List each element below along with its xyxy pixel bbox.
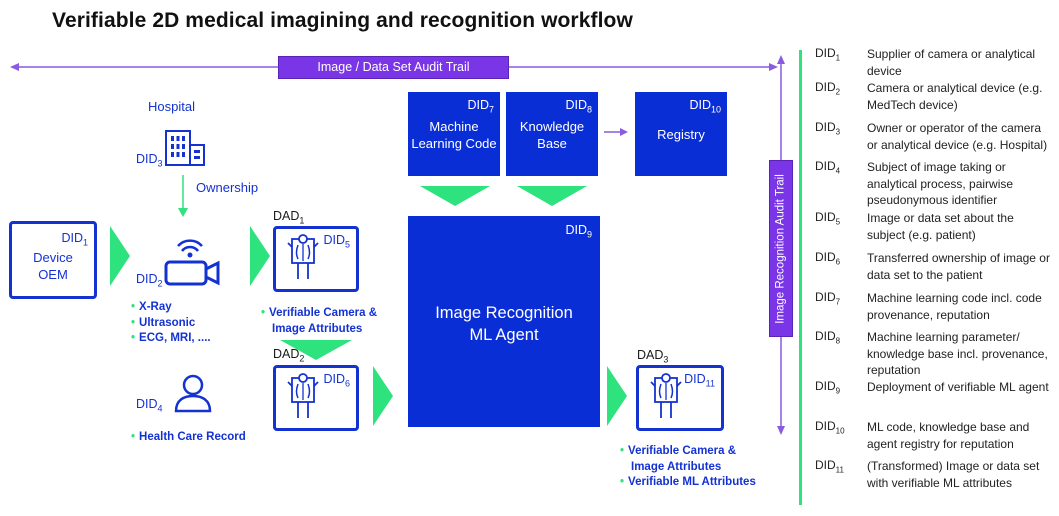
recognition-audit-trail-text: Image Recognition Audit Trail xyxy=(774,173,787,324)
camera-icon xyxy=(164,239,220,286)
did4-label: DID4 xyxy=(136,397,163,414)
flow-arrow-down-ml xyxy=(420,186,490,206)
dad1-label: DAD1 xyxy=(273,209,305,226)
list-item: •Health Care Record xyxy=(131,431,246,443)
ml-agent-label: Image Recognition ML Agent xyxy=(435,304,573,344)
list-item: •X-Ray xyxy=(131,301,172,313)
hospital-label: Hospital xyxy=(148,99,195,114)
registry-arrow xyxy=(604,128,628,136)
xray-icon xyxy=(287,234,319,279)
flow-arrow-3 xyxy=(373,366,393,426)
did10-label: DID10 xyxy=(689,98,721,115)
registry-label: Registry xyxy=(657,127,705,142)
xray-icon xyxy=(650,373,682,418)
list-item: •ECG, MRI, .... xyxy=(131,332,211,344)
did11-label: DID11 xyxy=(684,372,715,389)
dad3-label: DAD3 xyxy=(637,348,669,365)
ownership-label: Ownership xyxy=(196,180,259,195)
flow-arrow-down-dad xyxy=(280,340,352,360)
xray-icon xyxy=(287,373,319,418)
did1-label: DID1 xyxy=(61,231,88,248)
dad2-box: DID6 xyxy=(273,365,359,431)
flow-arrow-4 xyxy=(607,366,627,426)
did7-label: DID7 xyxy=(467,98,494,115)
dad3-attributes-list: •Verifiable Camera & Image Attributes •V… xyxy=(620,444,756,491)
patient-records-list: •Health Care Record xyxy=(131,430,246,446)
list-item: Image Attributes xyxy=(272,322,363,335)
flow-arrow-down-kb xyxy=(517,186,587,206)
list-item: •Verifiable ML Attributes xyxy=(620,476,756,488)
patient-person-icon xyxy=(174,374,212,413)
device-oem-label: Device OEM xyxy=(33,250,73,282)
dad2-label: DAD2 xyxy=(273,347,305,364)
flow-arrow-2 xyxy=(250,226,270,286)
knowledge-base-label: Knowledge Base xyxy=(519,119,585,151)
knowledge-base-box: DID8 Knowledge Base xyxy=(506,92,598,176)
did6-label: DID6 xyxy=(323,372,350,389)
dad1-box: DID5 xyxy=(273,226,359,292)
list-item: •Ultrasonic xyxy=(131,316,196,329)
page-title: Verifiable 2D medical imagining and reco… xyxy=(52,9,633,32)
image-audit-trail-label: Image / Data Set Audit Trail xyxy=(278,56,509,79)
ml-code-label: Machine Learning Code xyxy=(411,119,497,151)
did3-label: DID3 xyxy=(136,152,163,169)
device-oem-box: DID1 Device OEM xyxy=(9,221,97,299)
list-item: •Verifiable Camera & xyxy=(261,307,378,319)
dad1-attributes-list: •Verifiable Camera & Image Attributes xyxy=(261,306,377,337)
ml-code-box: DID7 Machine Learning Code xyxy=(408,92,500,176)
list-item: Image Attributes xyxy=(631,460,722,473)
did8-label: DID8 xyxy=(565,98,592,115)
list-item: •Verifiable Camera & xyxy=(620,445,737,457)
flow-arrow-1 xyxy=(110,226,130,286)
legend-divider xyxy=(799,50,802,505)
recognition-audit-trail-label: Image Recognition Audit Trail xyxy=(769,160,793,337)
ownership-arrow xyxy=(178,175,188,217)
did5-label: DID5 xyxy=(323,233,350,250)
did9-label: DID9 xyxy=(565,223,592,240)
camera-types-list: •X-Ray •Ultrasonic •ECG, MRI, .... xyxy=(131,300,211,347)
ml-agent-box: DID9 Image Recognition ML Agent xyxy=(408,216,600,427)
hospital-building-icon xyxy=(165,130,205,166)
dad3-box: DID11 xyxy=(636,365,724,431)
registry-box: DID10 Registry xyxy=(635,92,727,176)
did2-label: DID2 xyxy=(136,272,163,289)
